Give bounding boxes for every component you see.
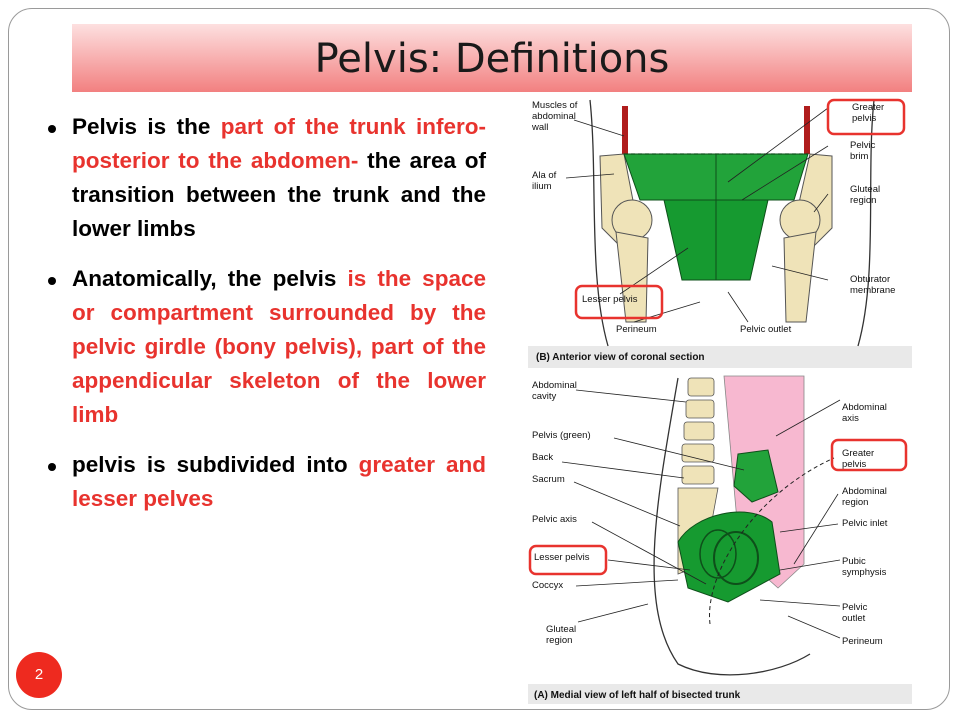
svg-text:Perineum: Perineum (842, 636, 883, 647)
svg-text:Perineum: Perineum (616, 324, 657, 335)
figure-b-caption: (B) Anterior view of coronal section (536, 352, 705, 363)
svg-text:Lesser pelvis: Lesser pelvis (534, 552, 590, 563)
bullet-item: Pelvis is the part of the trunk infero-p… (44, 110, 486, 246)
lesser-pelvis-highlight (574, 284, 664, 320)
greater-pelvis-highlight (830, 438, 908, 472)
bullet-dot-icon (48, 463, 56, 471)
svg-text:Lesser pelvis: Lesser pelvis (582, 294, 638, 305)
bullet-item: Anatomically, the pelvis is the space or… (44, 262, 486, 432)
title-bar: Pelvis: Definitions (72, 24, 912, 92)
bullet-dot-icon (48, 125, 56, 133)
svg-text:Coccyx: Coccyx (532, 580, 563, 591)
svg-text:Sacrum: Sacrum (532, 474, 565, 485)
slide-number-badge: 2 (16, 652, 62, 698)
lesser-pelvis-highlight (528, 544, 608, 576)
bullet-list: Pelvis is the part of the trunk infero-p… (44, 110, 486, 532)
figure-a-caption: (A) Medial view of left half of bisected… (534, 690, 741, 701)
svg-text:Pelvis (green): Pelvis (green) (532, 430, 591, 441)
page-title: Pelvis: Definitions (314, 36, 670, 82)
bullet-dot-icon (48, 277, 56, 285)
svg-text:Pelvic outlet: Pelvic outlet (740, 324, 792, 335)
svg-text:Back: Back (532, 452, 553, 463)
svg-text:Pelvic axis: Pelvic axis (532, 514, 577, 525)
bullet-item: pelvis is subdivided into greater and le… (44, 448, 486, 516)
svg-text:Pelvic inlet: Pelvic inlet (842, 518, 888, 529)
greater-pelvis-highlight (826, 98, 906, 136)
